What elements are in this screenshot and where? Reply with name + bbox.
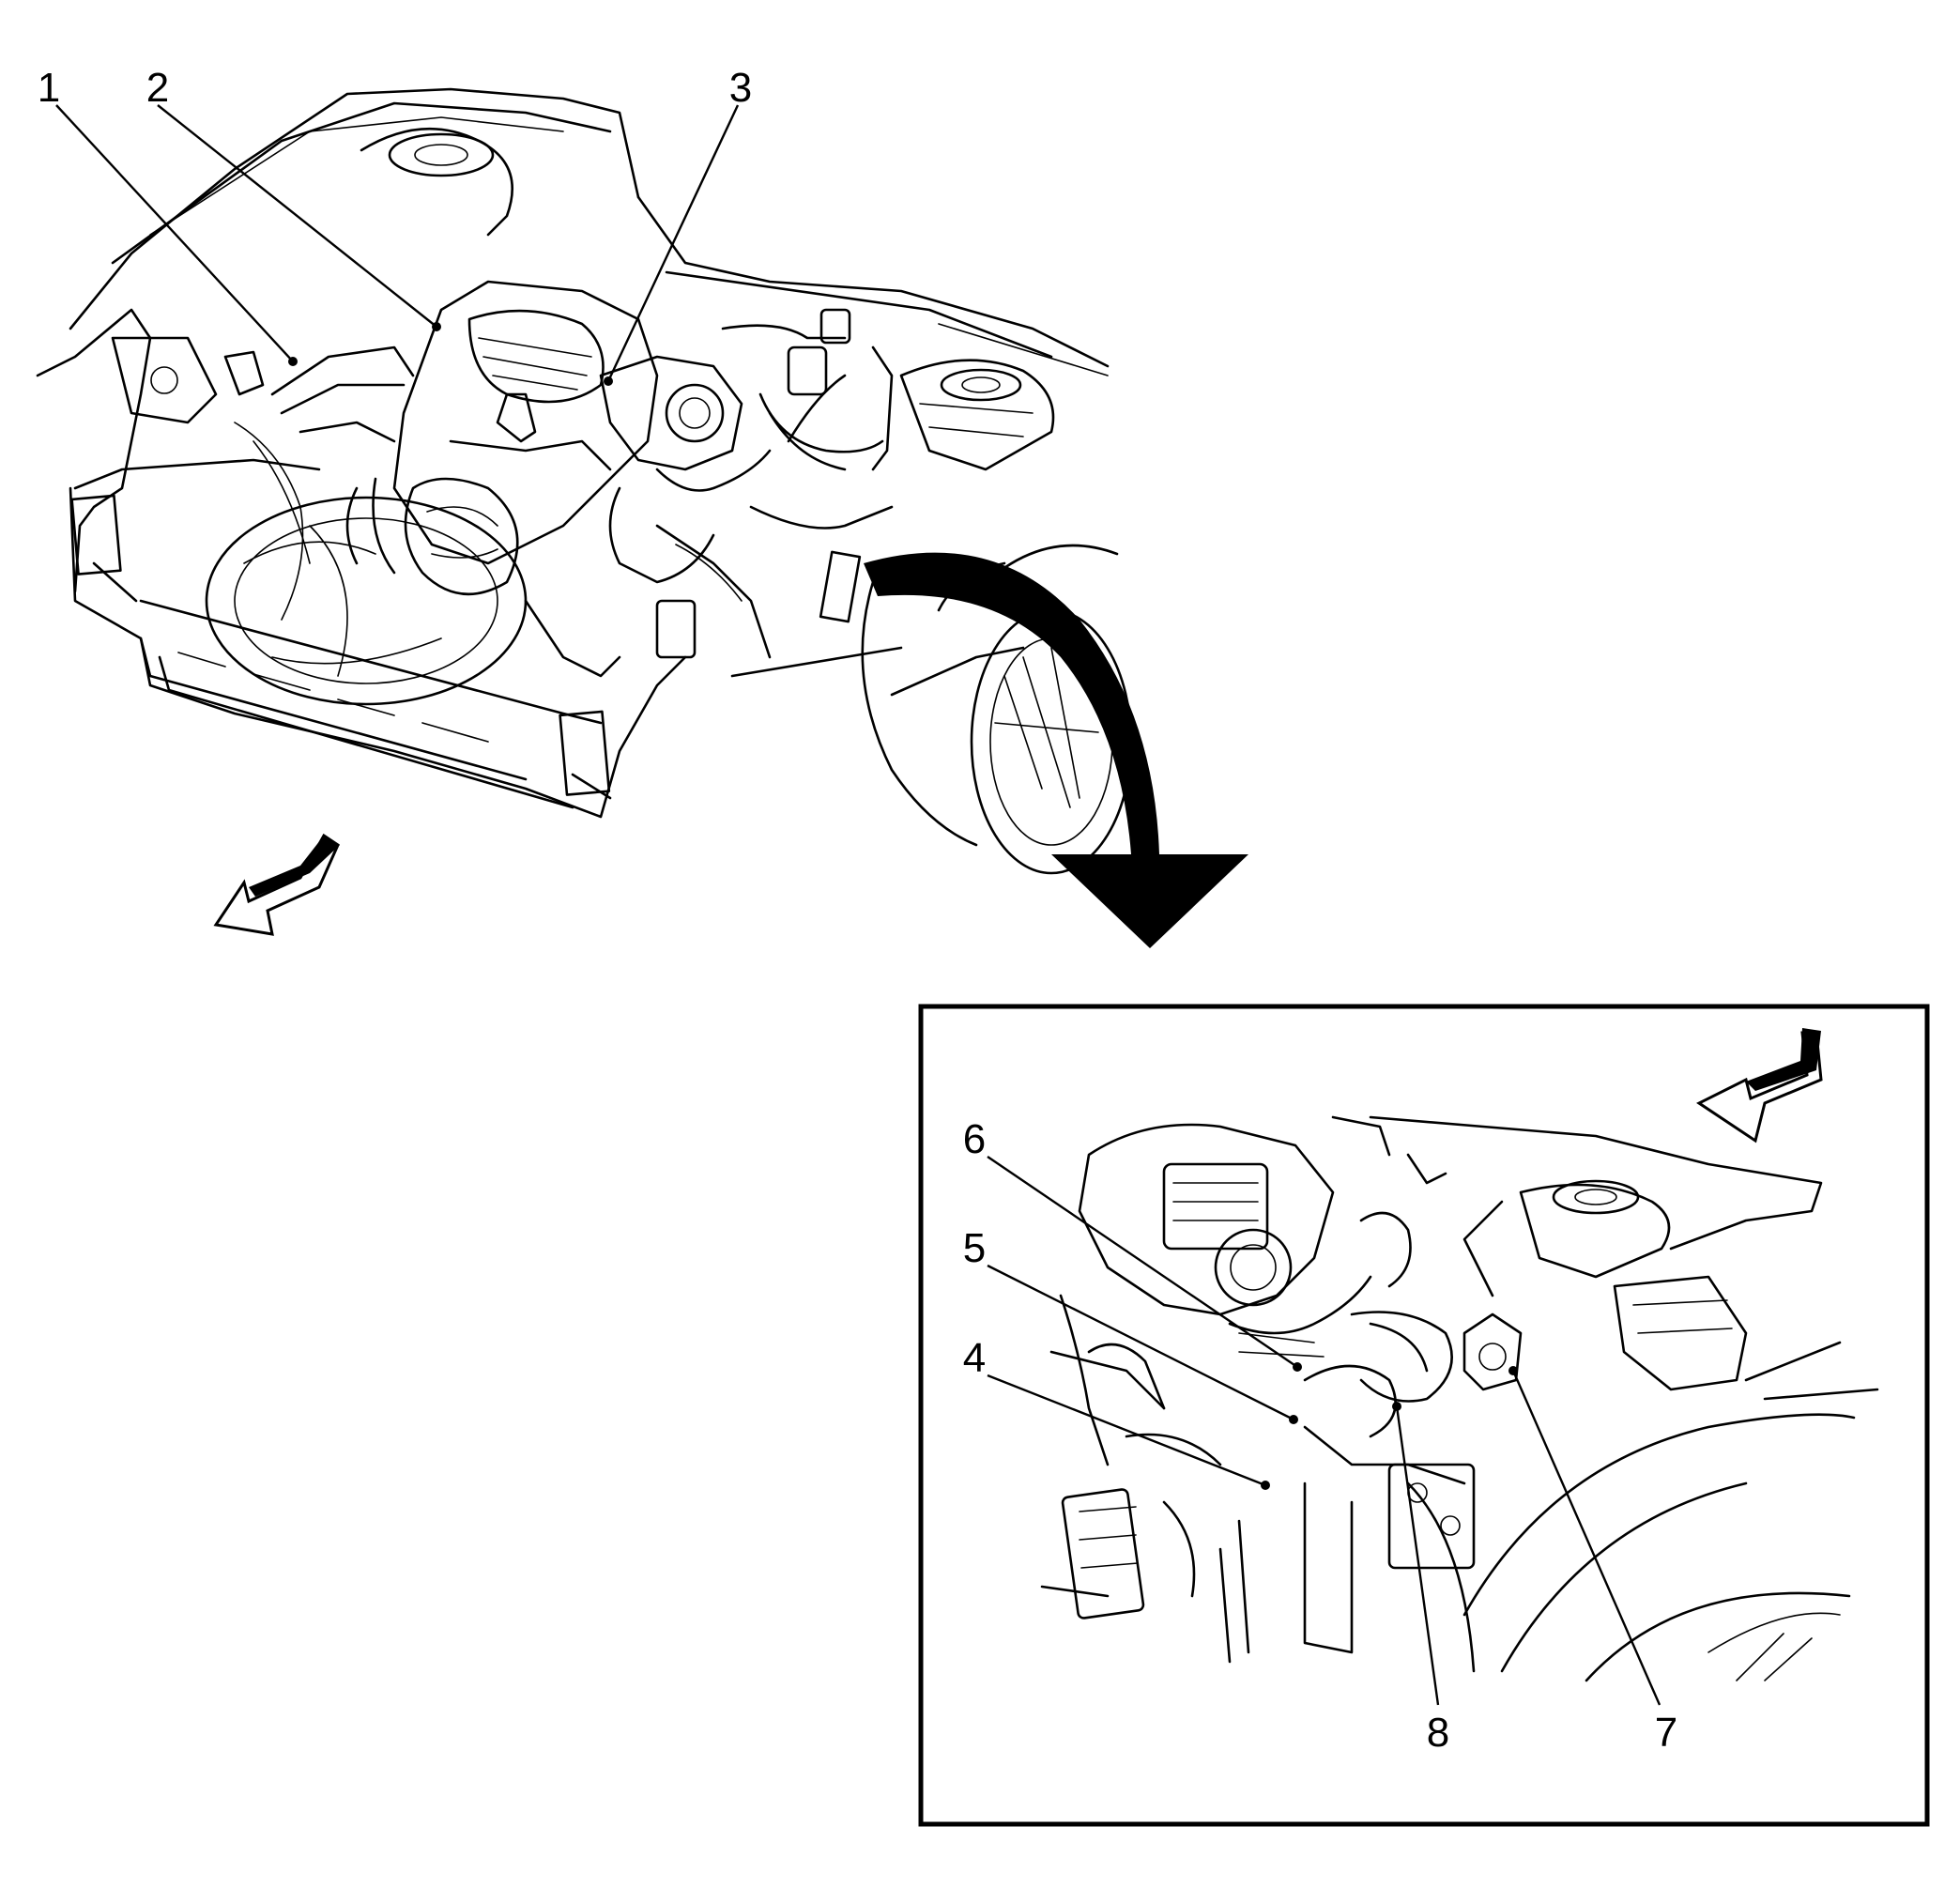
- leader-8: [1395, 1405, 1440, 1706]
- radiator-support-frame: [36, 308, 687, 819]
- callout-6: 6: [963, 1116, 986, 1162]
- cowl-panel: [69, 87, 1110, 376]
- leader-2: [157, 104, 437, 328]
- detail-strut-tower: [1369, 1115, 1879, 1401]
- callout-2: 2: [146, 65, 169, 111]
- leader-4: [987, 1374, 1266, 1487]
- leader-5: [987, 1264, 1294, 1421]
- callout-leaders-detail: [987, 1156, 1661, 1706]
- right-strut-tower: [899, 359, 1055, 471]
- cooling-fan: [205, 496, 528, 706]
- callout-leaders-main: [55, 104, 740, 386]
- callout-1: 1: [38, 65, 60, 111]
- main-engine-view: 1 2 3: [36, 65, 1133, 936]
- forward-direction-arrow-icon: [213, 833, 340, 936]
- leader-1: [55, 104, 294, 362]
- callout-7: 7: [1655, 1710, 1677, 1756]
- detail-inset: 6 5 4 8 7: [918, 1004, 1930, 1827]
- detail-view-arrow-icon: [864, 552, 1248, 948]
- detail-inset-frame: [918, 1004, 1930, 1827]
- callout-4: 4: [963, 1335, 986, 1381]
- callout-8: 8: [1427, 1710, 1449, 1756]
- forward-direction-arrow-icon: [1696, 1028, 1823, 1144]
- leader-6: [987, 1156, 1298, 1368]
- detail-engine: [1040, 1115, 1523, 1664]
- callout-5: 5: [963, 1225, 986, 1271]
- engine-assembly: [234, 280, 894, 678]
- leader-7: [1511, 1370, 1661, 1706]
- leader-3: [606, 104, 740, 382]
- callout-3: 3: [729, 65, 752, 111]
- detail-tire: [1406, 1413, 1856, 1682]
